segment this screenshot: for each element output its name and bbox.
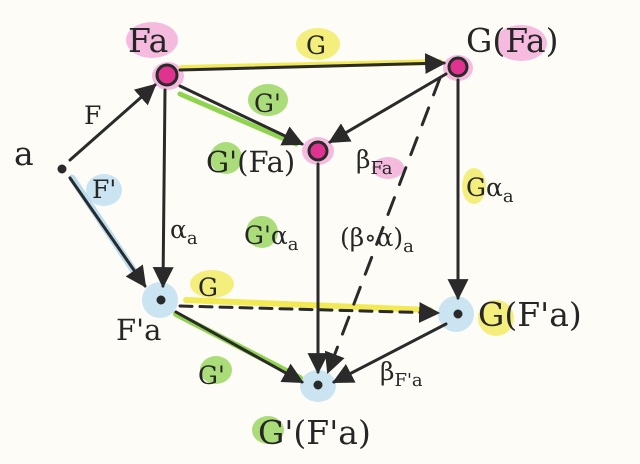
node-label-Fpa: F'a — [116, 313, 161, 347]
wash-betaFa-sub — [372, 157, 404, 179]
arrow-Gprime-top — [178, 84, 304, 146]
arrow-label-G-top: G — [306, 31, 326, 60]
arrow-label-beta-Fpa: βF'a — [380, 357, 423, 391]
node-dot-GFa — [447, 56, 469, 78]
node-dot-GFpa — [453, 309, 463, 319]
node-label-GFpa: G(F'a) — [478, 295, 582, 334]
node-label-GpFpa: G'(F'a) — [258, 413, 371, 452]
arrow-beta-alpha-composite — [324, 76, 442, 374]
arrow-label-Gprime-alpha: G'αa — [244, 221, 299, 255]
arrow-betaFpa — [332, 322, 448, 384]
wash-G-bottom — [190, 270, 234, 298]
arrow-label-beta-Fa: βFa — [356, 145, 393, 179]
wash-Gp-top — [248, 84, 288, 116]
arrow-label-G-bottom: G — [198, 273, 218, 302]
arrow-F — [68, 83, 157, 162]
node-label-Fa: Fa — [128, 21, 168, 60]
node-label-GFa: G(Fa) — [466, 21, 558, 60]
node-dot-GpFa — [307, 140, 329, 162]
arrow-label-Gprime-top: G' — [254, 89, 281, 118]
arrow-Fprime — [68, 176, 147, 288]
arrow-label-beta-alpha-composite: (β∘α)a — [340, 223, 414, 257]
wash-Galpha — [462, 168, 486, 204]
arrow-label-alpha: αa — [170, 215, 198, 249]
wash-GpFa-label — [210, 142, 242, 174]
wash-GFa-label — [495, 25, 547, 61]
arrows — [68, 53, 469, 384]
node-dot-Fa — [155, 63, 179, 87]
node-dots — [57, 56, 469, 390]
node-label-a: a — [14, 134, 34, 173]
arrow-G-bottom — [178, 301, 441, 323]
arrow-label-F: F — [84, 101, 101, 130]
arrow-label-Gprime-bottom: G' — [198, 361, 225, 390]
wash-G-top — [296, 28, 340, 60]
node-dot-Fpa — [156, 295, 166, 305]
wash-GpFpa-label — [252, 416, 284, 444]
arrow-label-G-alpha: Gαa — [466, 173, 514, 207]
node-label-GpFa: G'(Fa) — [206, 145, 295, 179]
node-dot-GpFpa — [313, 380, 323, 390]
wash-Fp — [86, 174, 122, 206]
wash-Gpalpha — [246, 216, 278, 248]
arrow-Gprime-bottom — [174, 310, 304, 384]
arrow-label-Fprime: F' — [92, 175, 116, 204]
wash-Gp-bottom — [200, 356, 232, 384]
wash-Fa-label — [126, 22, 178, 58]
arrow-G-top — [178, 53, 447, 74]
arrow-alpha — [152, 88, 174, 289]
node-dot-a — [57, 164, 67, 174]
wash-GFpa-label — [478, 300, 514, 336]
arrow-betaFa — [328, 72, 448, 144]
